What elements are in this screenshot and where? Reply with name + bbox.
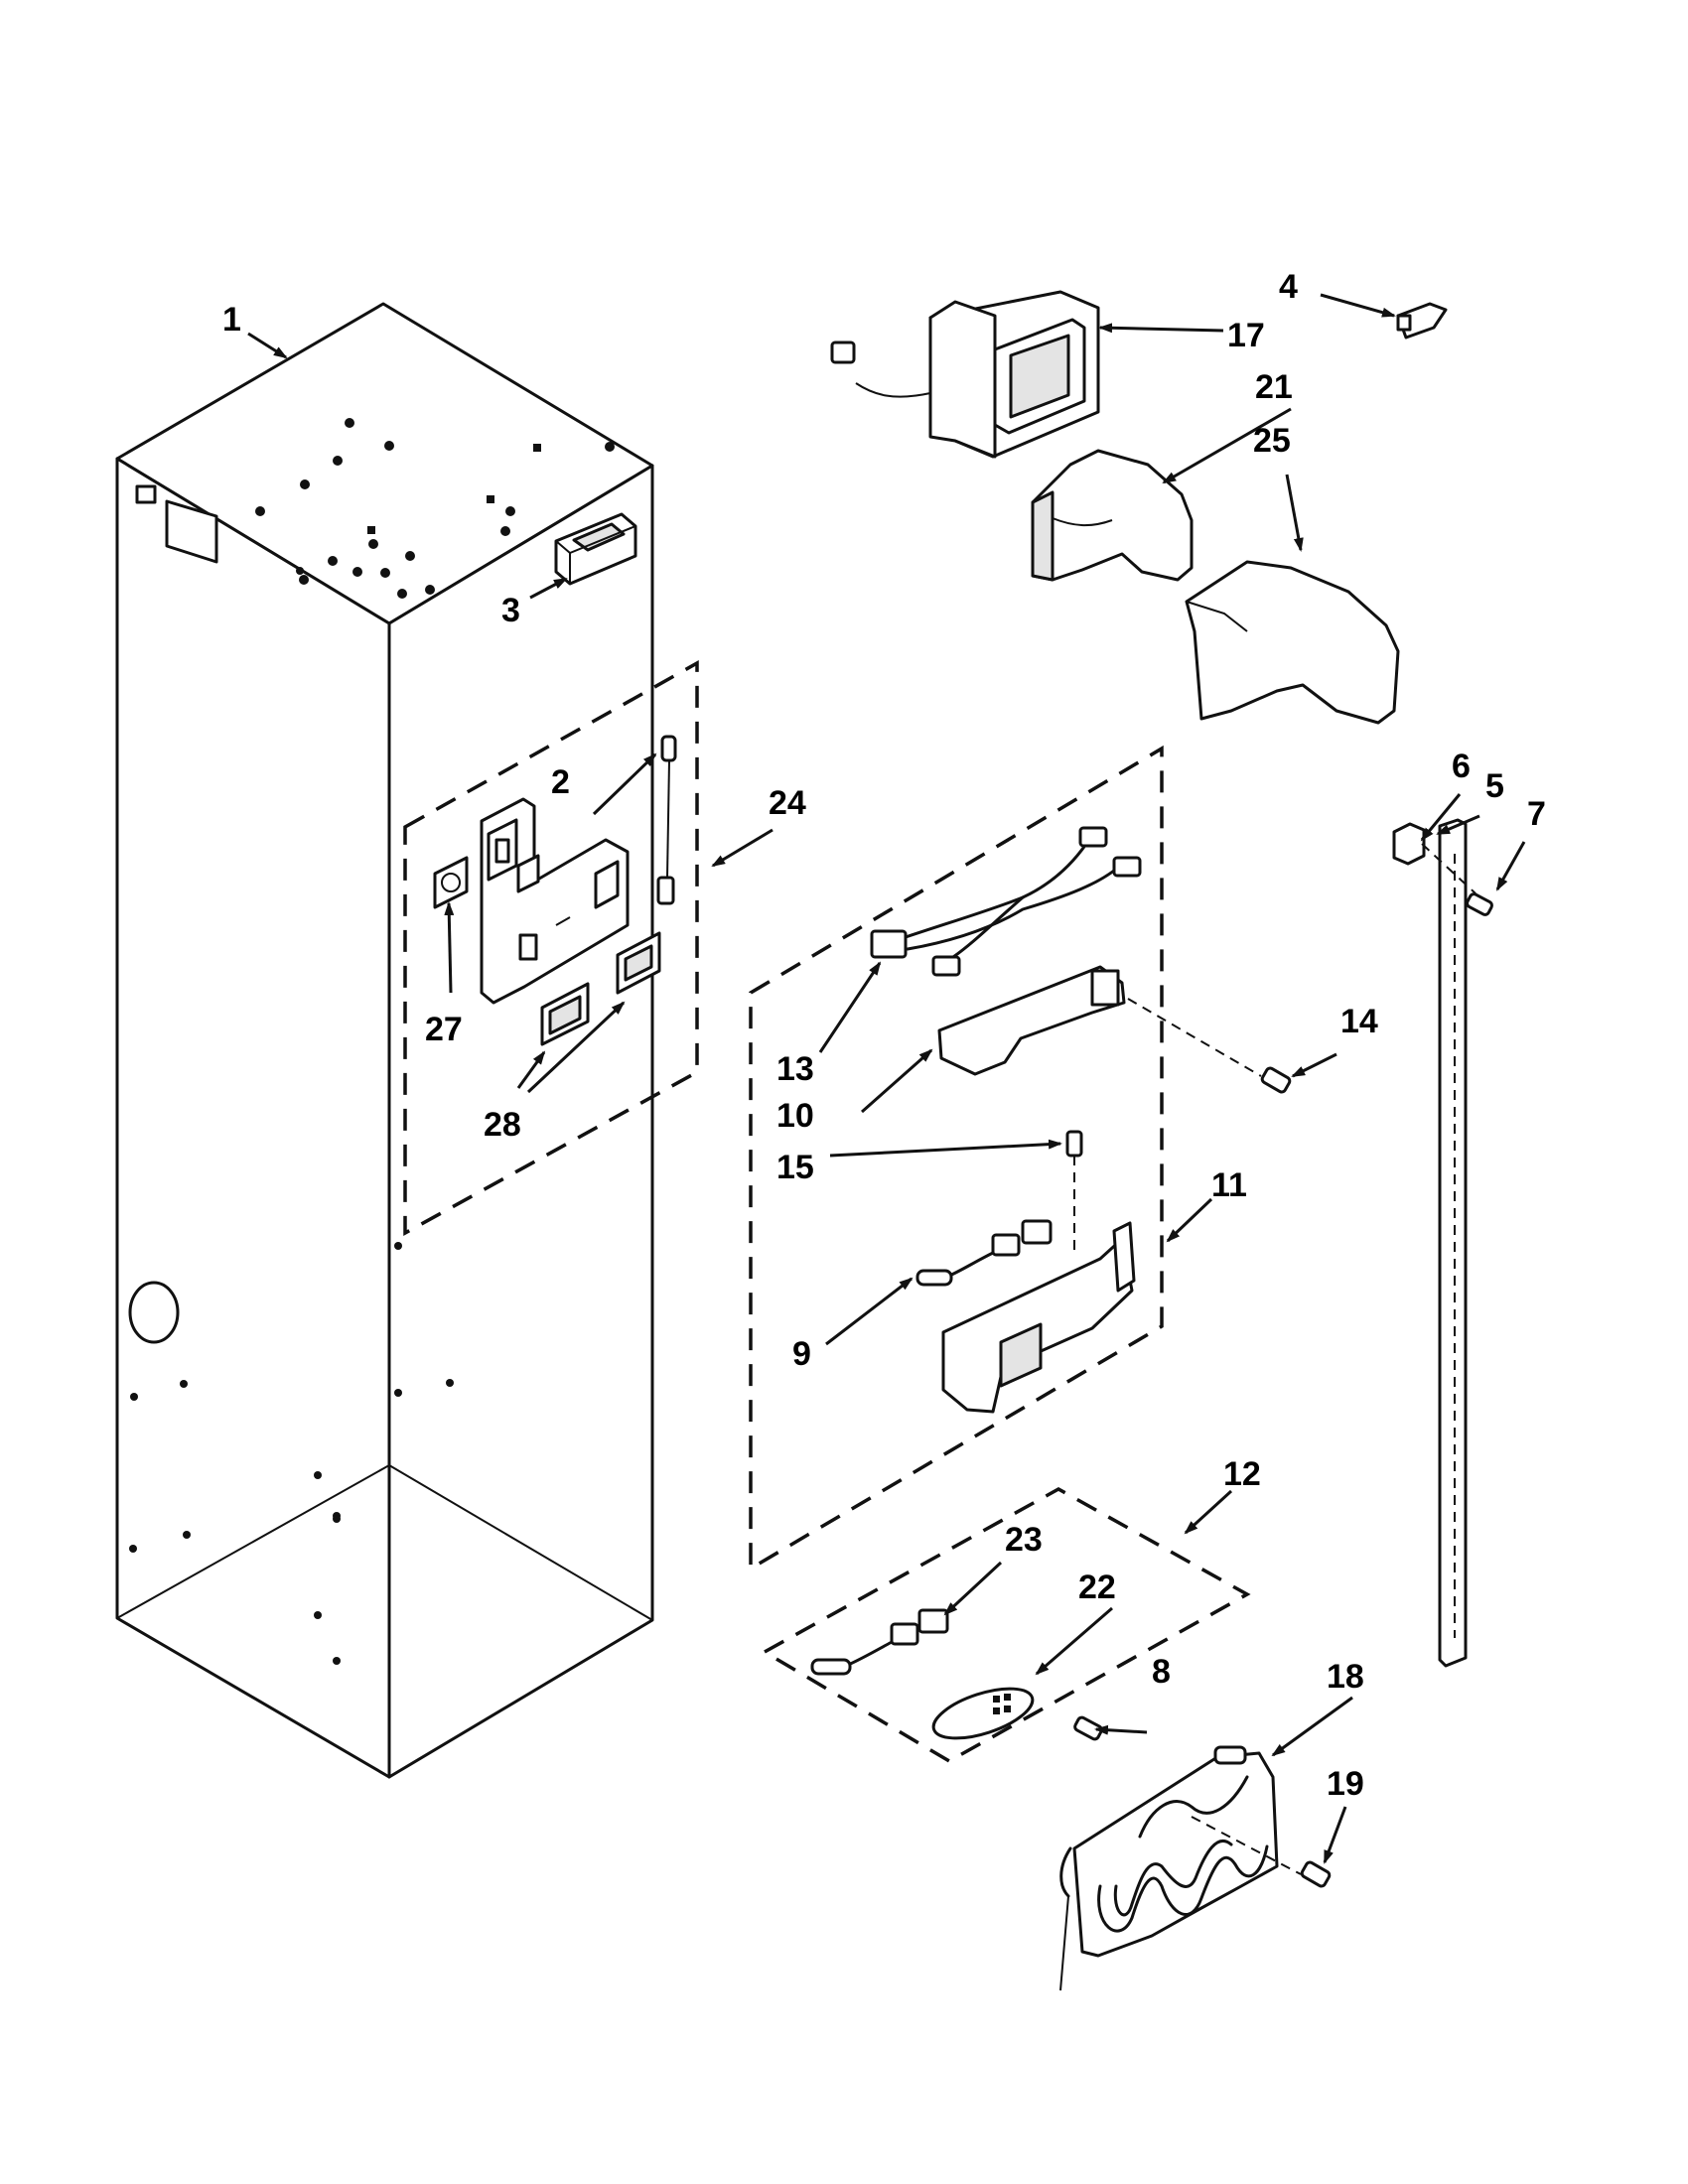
part-21-shroud: [1031, 449, 1194, 582]
callout-2: 2: [551, 763, 570, 801]
callout-25: 25: [1253, 422, 1291, 460]
callout-11: 11: [1211, 1166, 1247, 1204]
callout-8: 8: [1152, 1653, 1171, 1691]
top-holes: [255, 418, 615, 599]
callout-17: 17: [1227, 317, 1265, 354]
part-7-screw: [1466, 892, 1493, 916]
part-28-seals: [540, 931, 661, 1046]
leader-dash-7: [1421, 843, 1477, 894]
cabinet-liner: [115, 302, 654, 1779]
part-15-screw: [1065, 1130, 1083, 1251]
part-10-cover: [937, 965, 1126, 1076]
callout-3: 3: [501, 592, 520, 629]
assembly-24-outline: [403, 660, 699, 1236]
leader-dash-14: [1127, 998, 1262, 1077]
part-3-housing: [554, 512, 637, 586]
callout-13: 13: [776, 1050, 814, 1088]
callout-22: 22: [1078, 1569, 1116, 1606]
wire-connector-2: [656, 735, 677, 905]
part-9-sensor: [915, 1219, 1053, 1287]
control-bracket: [480, 797, 630, 1005]
assembly-12-outline: [761, 1486, 1251, 1764]
callout-4: 4: [1279, 268, 1298, 306]
callout-labels: 1 2 3 4 5 6 7 8 9 10 11 12 13 14 15 17 1…: [222, 268, 1546, 1803]
part-27-plug: [433, 856, 469, 909]
callout-15: 15: [776, 1149, 814, 1186]
callout-6: 6: [1452, 748, 1471, 785]
part-22-display: [931, 1687, 1035, 1740]
part-18-heater: [1059, 1745, 1302, 1991]
part-6-clip: [1392, 822, 1426, 866]
part-11-housing: [941, 1221, 1136, 1414]
part-25-shroud: [1185, 560, 1400, 725]
assembly-11-outline: [749, 745, 1164, 1572]
leader-arrows: [247, 293, 1526, 1864]
callout-5: 5: [1485, 767, 1504, 805]
callout-14: 14: [1340, 1003, 1378, 1040]
callout-10: 10: [776, 1097, 814, 1135]
callout-12: 12: [1223, 1455, 1261, 1493]
callout-23: 23: [1005, 1521, 1043, 1559]
part-13-harness: [870, 826, 1142, 977]
callout-18: 18: [1327, 1658, 1364, 1696]
part-5-rail: [1438, 818, 1468, 1668]
callout-27: 27: [425, 1011, 463, 1048]
callout-24: 24: [769, 784, 806, 822]
side-holes: [129, 567, 454, 1665]
callout-1: 1: [222, 301, 241, 339]
part-23-sensor: [810, 1608, 949, 1676]
part-14-screw: [1260, 1066, 1292, 1094]
callout-28: 28: [484, 1106, 521, 1144]
part-17-module: [830, 290, 1100, 459]
callout-7: 7: [1527, 795, 1546, 833]
part-19-screw: [1300, 1860, 1332, 1888]
callout-21: 21: [1255, 368, 1293, 406]
callout-9: 9: [792, 1335, 811, 1373]
part-4-clip: [1396, 302, 1448, 340]
callout-19: 19: [1327, 1765, 1364, 1803]
